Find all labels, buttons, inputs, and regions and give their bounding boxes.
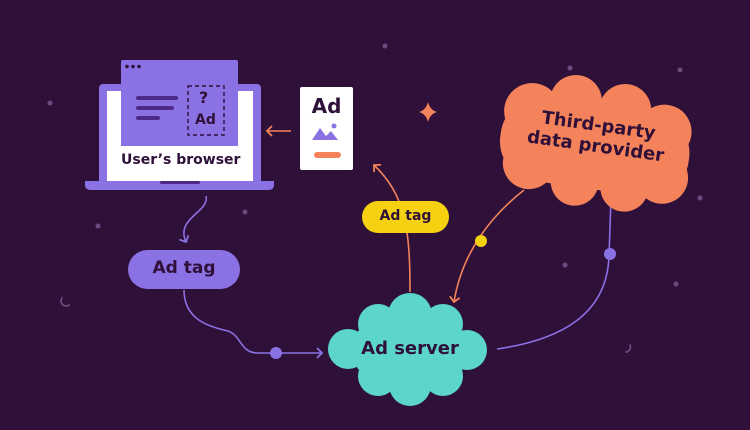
decor-arcs — [60, 297, 632, 353]
connector-dot — [604, 248, 616, 260]
browser-titlebar-join — [121, 70, 238, 73]
text-line — [136, 96, 178, 100]
decor-dot — [567, 65, 573, 71]
browser-placeholder-question: ? — [199, 88, 209, 107]
arrow-provider-to-server — [449, 189, 525, 304]
decor-arc — [625, 344, 632, 353]
ad-server-cloud — [328, 293, 487, 406]
ad-card-bg — [300, 87, 353, 170]
laptop-notch — [160, 181, 200, 184]
decor-dot — [242, 209, 248, 215]
sparkle-icon — [419, 102, 437, 122]
arrow-adtag-to-server — [183, 289, 324, 359]
ad-tag-center-label: Ad tag — [379, 208, 432, 224]
decor-dot — [95, 223, 101, 229]
text-line — [136, 116, 160, 120]
decor-dot — [677, 67, 683, 73]
browser-placeholder-ad: Ad — [195, 112, 216, 128]
decor-arc — [60, 297, 70, 307]
window-dot-icon — [137, 64, 141, 69]
browser-window — [121, 60, 238, 146]
text-line — [136, 106, 174, 110]
decor-dot — [673, 281, 679, 287]
ad-tag-center-pill — [362, 201, 449, 233]
ad-placeholder-box — [187, 85, 225, 136]
arrow-browser-to-adtag — [179, 195, 207, 244]
window-dot-icon — [131, 64, 135, 69]
laptop-base — [85, 181, 274, 190]
decor-dot — [562, 262, 568, 268]
connector-dot — [270, 347, 282, 359]
ad-server-label: Ad server — [361, 338, 459, 359]
image-icon — [312, 123, 338, 140]
ad-cta-bar — [314, 152, 341, 158]
ad-card — [300, 87, 353, 170]
ad-tag-left-pill — [128, 250, 240, 289]
connector-dot — [475, 235, 487, 247]
arrow-server-to-provider — [496, 196, 617, 350]
provider-cloud — [499, 75, 692, 212]
ad-card-label: Ad — [311, 94, 342, 118]
ad-tag-left-label: Ad tag — [152, 258, 216, 278]
decor-dot — [697, 195, 703, 201]
decor-dot — [382, 43, 388, 49]
browser-label: User’s browser — [121, 152, 241, 168]
window-dot-icon — [125, 64, 129, 69]
decor-dots — [47, 43, 703, 287]
browser-titlebar — [121, 60, 238, 73]
decor-dot — [47, 100, 53, 106]
